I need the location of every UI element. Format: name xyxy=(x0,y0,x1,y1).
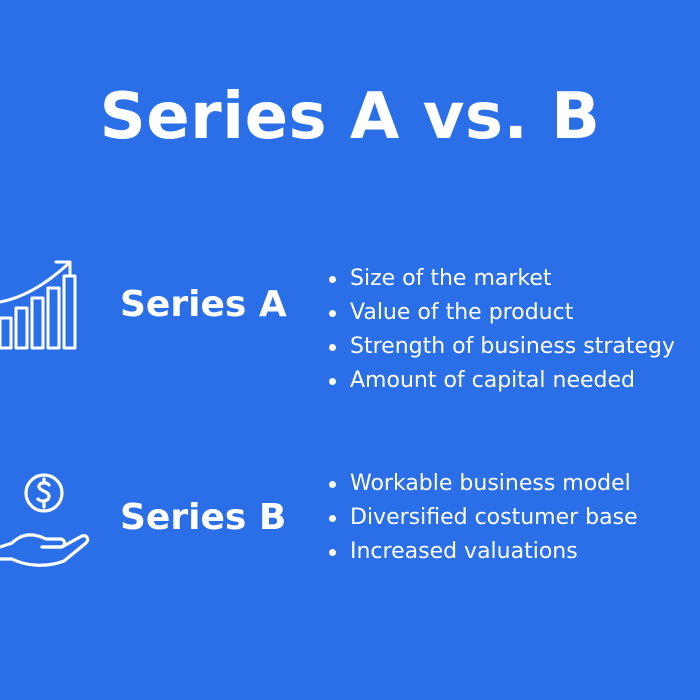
list-item: Strength of business strategy xyxy=(326,330,675,364)
money-hand-icon xyxy=(0,473,90,567)
list-item: Amount of capital needed xyxy=(326,364,675,398)
series-a-list: Size of the market Value of the product … xyxy=(326,262,675,398)
page-title: Series A vs. B xyxy=(99,80,601,154)
list-item: Value of the product xyxy=(326,296,675,330)
growth-chart-icon xyxy=(0,260,77,350)
list-item: Size of the market xyxy=(326,262,675,296)
series-b-list: Workable business model Diversified cost… xyxy=(326,467,638,569)
list-item: Diversified costumer base xyxy=(326,501,638,535)
list-item: Increased valuations xyxy=(326,535,638,569)
series-b-section: Series B Workable business model Diversi… xyxy=(0,465,700,585)
series-a-label: Series A xyxy=(120,284,287,325)
list-item: Workable business model xyxy=(326,467,638,501)
series-a-section: Series A Size of the market Value of the… xyxy=(0,250,700,400)
series-b-label: Series B xyxy=(120,497,287,538)
